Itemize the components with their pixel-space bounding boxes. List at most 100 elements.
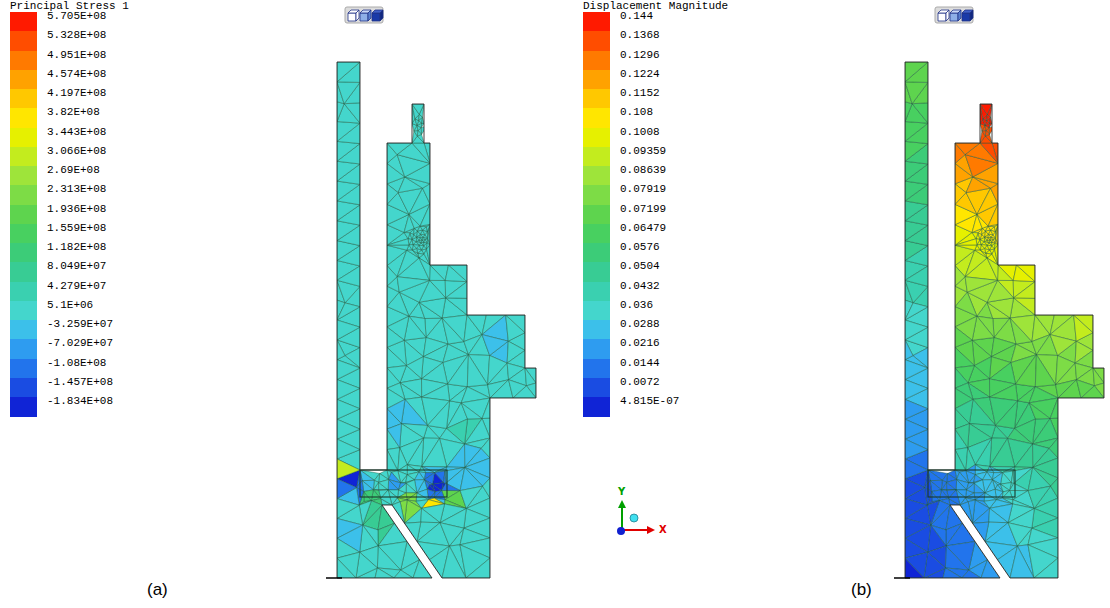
mesh-element: [506, 315, 525, 341]
mesh-element: [905, 62, 928, 82]
legend-swatch: [583, 282, 610, 302]
mesh-element: [513, 386, 536, 398]
legend-value: 0.0144: [620, 357, 660, 370]
mesh-element: [364, 490, 374, 501]
legend-value: 0.07919: [620, 183, 666, 196]
legend-value: 3.443E+08: [47, 126, 106, 139]
y-axis-arrow: [621, 507, 623, 530]
legend-swatch: [10, 378, 37, 398]
legend-swatch: [10, 166, 37, 186]
mesh-element: [955, 327, 972, 347]
mesh-element: [360, 470, 374, 481]
mesh-element: [905, 122, 928, 142]
part-outline: [905, 62, 1104, 578]
mesh-element: [990, 438, 1015, 467]
mesh-element: [442, 298, 467, 318]
legend-value: 0.036: [620, 299, 653, 312]
mesh-element: [461, 398, 490, 419]
mesh-element: [442, 546, 466, 578]
mesh-element: [460, 545, 490, 578]
mesh-element: [905, 419, 928, 439]
mesh-element: [985, 237, 988, 240]
part-outline: [337, 62, 536, 578]
legend-value: 3.82E+08: [47, 106, 100, 119]
view-toolbar: [935, 7, 973, 23]
mesh-element: [337, 122, 360, 142]
toolbar-frame: [935, 7, 973, 23]
mesh-element: [965, 277, 997, 292]
toolbar-frame: [345, 7, 383, 23]
mesh-element: [943, 568, 962, 578]
mesh-element: [387, 245, 409, 250]
x-axis-arrow: [622, 529, 648, 531]
displacement-contour-plot: [894, 62, 1104, 578]
mesh-element: [974, 480, 985, 493]
mesh-element: [955, 448, 968, 471]
mesh-element: [955, 184, 966, 204]
mesh-element: [525, 368, 536, 386]
mesh-element: [337, 82, 360, 104]
mesh-element: [409, 245, 413, 251]
mesh-element: [955, 450, 966, 471]
mesh-element: [422, 438, 447, 467]
legend-value: -1.457E+08: [47, 376, 113, 389]
legend-value: 0.09359: [620, 145, 666, 158]
mesh-element: [445, 281, 467, 298]
mesh-element: [387, 448, 400, 471]
mesh-element: [337, 439, 360, 459]
mesh-element: [905, 141, 928, 161]
mesh-element: [1050, 398, 1058, 419]
mesh-element: [337, 161, 360, 181]
mesh-element: [1011, 471, 1014, 483]
mesh-element: [973, 508, 990, 523]
legend-value: -1.08E+08: [47, 357, 106, 370]
legend-swatch: [10, 320, 37, 340]
mesh-element: [440, 523, 464, 546]
mesh-element: [1010, 483, 1029, 490]
mesh-element: [387, 184, 398, 204]
legend-value: 8.049E+07: [47, 260, 106, 273]
legend-value: 0.0216: [620, 337, 660, 350]
legend-value: 0.08639: [620, 164, 666, 177]
mesh-element: [1017, 265, 1036, 282]
mesh-element: [905, 380, 928, 400]
mesh-element: [947, 480, 957, 490]
view-cube-icon: [962, 10, 973, 21]
mesh-element: [905, 439, 928, 459]
legend-value: 0.1296: [620, 49, 660, 62]
mesh-element: [337, 141, 360, 161]
legend-swatch: [10, 262, 37, 282]
legend-swatch: [583, 89, 610, 109]
mesh-element: [379, 480, 389, 490]
mesh-element: [1029, 398, 1058, 419]
mesh-element: [956, 480, 966, 490]
legend-swatch: [10, 301, 37, 321]
mesh-element: [344, 103, 360, 123]
mesh-element: [405, 508, 422, 523]
mesh-element: [1081, 386, 1104, 398]
mesh-element: [377, 546, 400, 570]
mesh-element: [989, 508, 1008, 522]
mesh-element: [387, 327, 404, 347]
mesh-element: [405, 522, 421, 541]
mesh-element: [955, 143, 980, 155]
legend-swatch: [10, 224, 37, 244]
legend-title: Principal Stress 1: [10, 0, 129, 13]
mesh-element: [337, 62, 360, 82]
legend-swatch: [10, 147, 37, 167]
mesh-element: [905, 552, 928, 578]
mesh-element: [980, 143, 998, 163]
mesh-element: [977, 245, 981, 251]
mesh-element: [973, 500, 990, 523]
mesh-element: [337, 552, 360, 578]
legend-swatch: [583, 243, 610, 263]
legend-value: 4.574E+08: [47, 68, 106, 81]
mesh-element: [905, 459, 928, 479]
inner-strip-outline: [360, 470, 447, 497]
legend-swatch: [10, 359, 37, 379]
legend-swatch: [583, 147, 610, 167]
subfigure-label: (a): [147, 580, 168, 600]
legend-swatch: [583, 301, 610, 321]
mesh-element: [1010, 315, 1035, 342]
